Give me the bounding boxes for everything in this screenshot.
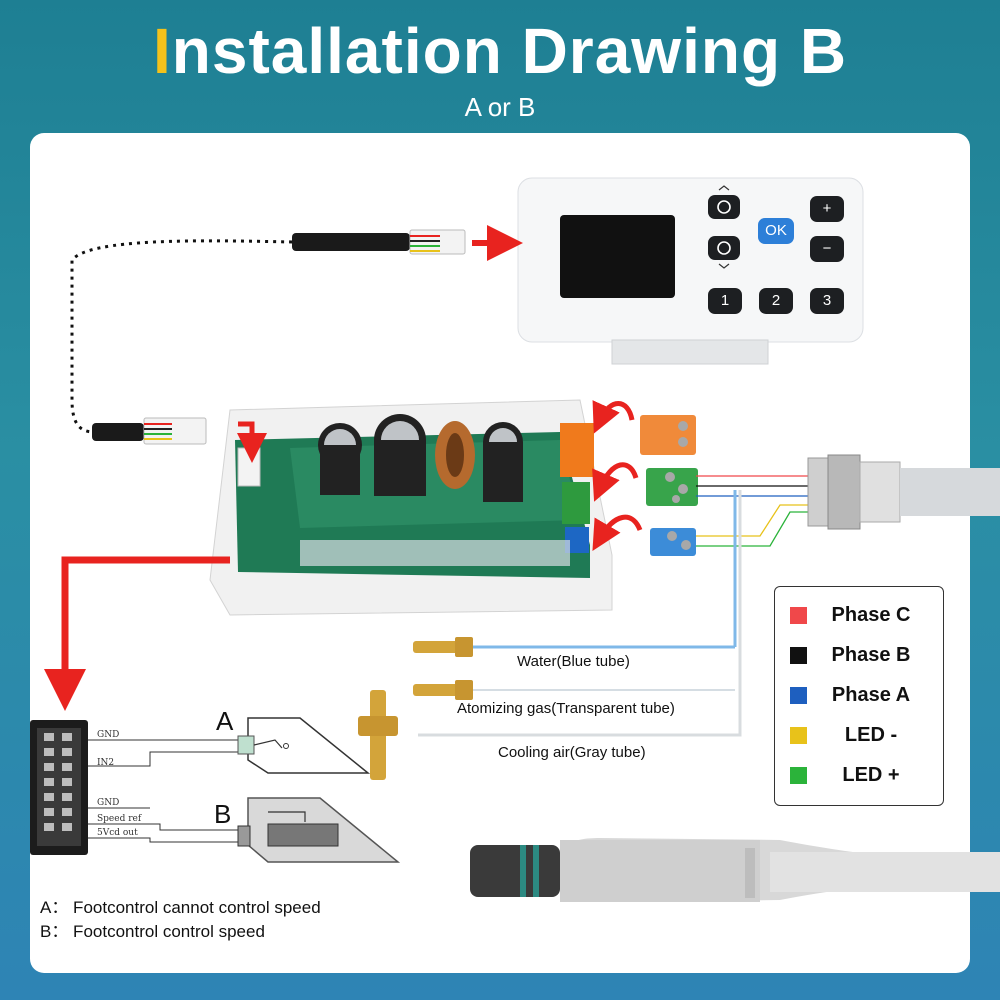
gas-fitting	[413, 684, 458, 696]
option-a-letter: A	[216, 706, 234, 736]
legend-swatch	[790, 726, 807, 744]
threaded-connector	[807, 457, 829, 527]
footcontrol-connector: GND IN2 GND Speed ref 5Vcd out	[30, 720, 240, 855]
arrow-to-footcontrol-connector	[44, 556, 230, 711]
green-terminal	[562, 482, 590, 524]
lcd-screen	[560, 215, 675, 298]
key-2-button[interactable]: 2	[759, 288, 793, 314]
legend-label: Phase A	[831, 683, 911, 706]
legend-row: LED -	[775, 715, 943, 755]
green-plug	[646, 468, 698, 506]
panel-cable	[70, 225, 523, 445]
orange-plug	[640, 415, 696, 455]
note-b: B： Footcontrol control speed	[40, 922, 265, 941]
title-rest: nstallation Drawing B	[171, 15, 848, 87]
controller-board	[209, 399, 613, 616]
minus-button[interactable]: −	[810, 236, 844, 262]
plus-button[interactable]: +	[810, 196, 844, 222]
atomizing-tube-label: Atomizing gas(Transparent tube)	[457, 700, 675, 717]
dental-handpiece	[470, 838, 1000, 902]
motor-wires	[418, 454, 1000, 737]
page-title: Installation Drawing B	[0, 14, 1000, 88]
arrow-to-board-connector	[237, 421, 267, 463]
cycle-icon	[717, 241, 731, 255]
key-3-button[interactable]: 3	[810, 288, 844, 314]
title-initial: I	[152, 15, 172, 87]
cooling-tube-label: Cooling air(Gray tube)	[498, 744, 646, 761]
note-a: A： Footcontrol cannot control speed	[40, 898, 321, 917]
key-1-button[interactable]: 1	[708, 288, 742, 314]
terminal-plugs	[592, 400, 698, 556]
wire-color-legend: Phase C Phase B Phase A LED - LED +	[774, 586, 944, 806]
water-fitting	[413, 641, 458, 653]
chevron-up-icon	[718, 185, 730, 191]
board-connector	[237, 447, 261, 487]
legend-row: Phase C	[775, 595, 943, 635]
legend-swatch	[790, 646, 807, 664]
water-tube-label: Water(Blue tube)	[517, 653, 630, 670]
option-b-pedal: B	[214, 797, 401, 863]
legend-row: LED +	[775, 755, 943, 795]
legend-label: LED -	[844, 723, 898, 746]
legend-swatch	[790, 606, 807, 624]
label-gnd-a: GND	[97, 730, 119, 740]
label-speed-ref: Speed ref	[97, 814, 142, 824]
cycle-key	[708, 236, 740, 260]
legend-row: Phase A	[775, 675, 943, 715]
label-gnd-b: GND	[97, 798, 119, 808]
legend-label: Phase B	[831, 643, 911, 666]
orange-terminal	[560, 423, 594, 477]
legend-swatch	[790, 766, 807, 784]
gear-key	[708, 195, 740, 219]
legend-label: Phase C	[831, 603, 911, 626]
gear-icon	[717, 200, 731, 214]
option-a-switch: A	[216, 706, 371, 774]
label-5vcd-out: 5Vcd out	[97, 828, 138, 838]
legend-swatch	[790, 686, 807, 704]
legend-row: Phase B	[775, 635, 943, 675]
ok-button[interactable]: OK	[758, 218, 794, 244]
page-subtitle: A or B	[464, 92, 536, 122]
tubes	[358, 490, 737, 780]
legend-label: LED +	[842, 763, 900, 786]
label-in2: IN2	[97, 758, 114, 768]
option-notes: A： Footcontrol cannot control speed B： F…	[40, 896, 321, 944]
option-b-letter: B	[214, 799, 231, 829]
chevron-down-icon	[718, 263, 730, 269]
